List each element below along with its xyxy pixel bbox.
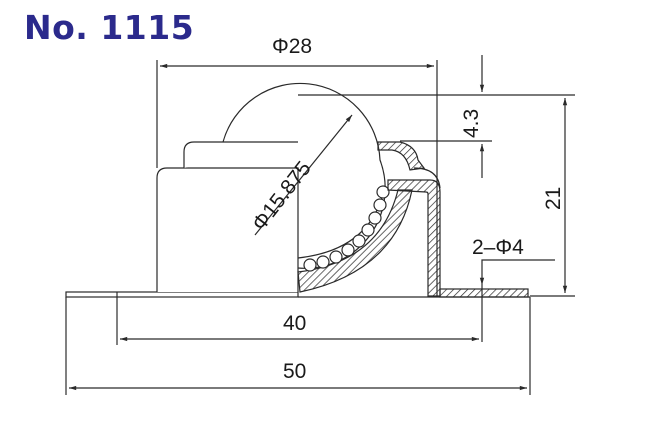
model-number-title: No. 1115 [24, 8, 195, 47]
label-hole-spacing: 40 [283, 312, 306, 335]
label-flange-width: 50 [283, 360, 306, 383]
cover-section [377, 141, 441, 297]
dim-top-diameter [156, 60, 438, 296]
housing-exterior [156, 141, 299, 292]
label-total-height: 21 [542, 187, 565, 210]
dim-ball-protrusion [298, 55, 575, 178]
dim-ball-diameter [254, 114, 353, 236]
label-ball-protrusion: 4.3 [460, 109, 483, 138]
dim-total-height [530, 98, 575, 297]
dim-mounting-holes [479, 259, 555, 342]
dim-hole-spacing [116, 297, 479, 345]
label-top-diameter: Φ28 [272, 35, 312, 58]
bearing-race [297, 185, 413, 293]
dim-flange-width [65, 297, 531, 395]
label-mounting-holes: 2–Φ4 [472, 236, 524, 259]
